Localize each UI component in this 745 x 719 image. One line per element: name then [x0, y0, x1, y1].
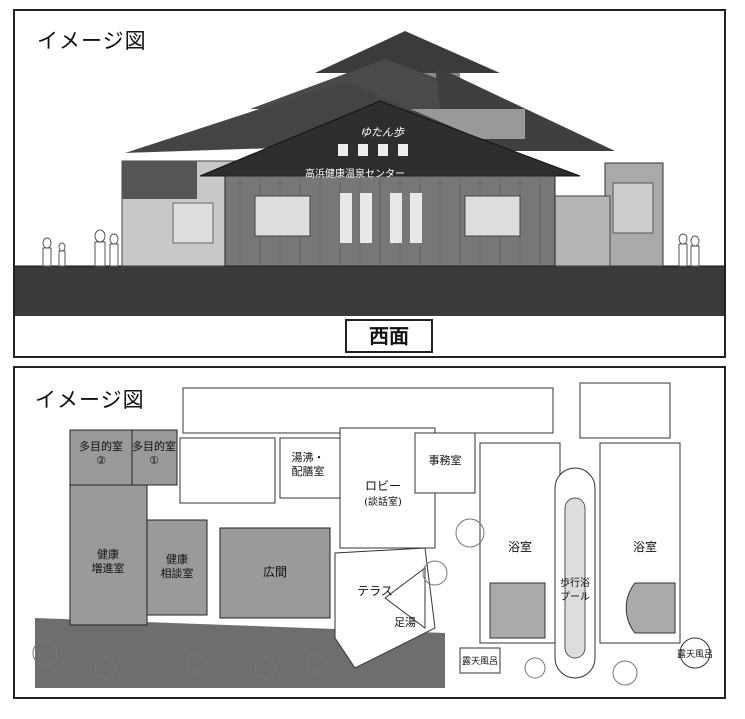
elevation-panel: イメージ図: [13, 9, 726, 358]
room-hall: [219, 527, 331, 619]
label-terrace: テラス: [357, 584, 393, 598]
label-health-consult-1: 健康: [166, 552, 188, 566]
footbath-area: [384, 567, 426, 629]
image-tag: イメージ図: [37, 29, 147, 53]
top-roof: [315, 31, 500, 73]
label-multipurpose-2: 多目的室: [79, 439, 123, 453]
label-laundry-2: 配膳室: [292, 464, 325, 478]
room-office: [414, 432, 476, 494]
label-lobby-1: ロビー: [365, 479, 401, 493]
label-footbath: 足湯: [394, 616, 416, 629]
logo-text: ゆたん歩: [360, 126, 405, 139]
room-multipurpose-2: [69, 429, 133, 486]
people-silhouettes: [42, 229, 700, 267]
room-multipurpose-1: [131, 429, 178, 486]
label-pool-1: 歩行浴: [560, 576, 590, 589]
label-multipurpose-2-no: ②: [96, 454, 106, 467]
label-bath-right: 浴室: [633, 539, 657, 554]
label-pool-2: プール: [560, 591, 590, 603]
floor-plan-panel: イメージ図: [13, 366, 726, 699]
signboard-text: 高浜健康温泉センター: [305, 167, 405, 180]
image-tag: イメージ図: [35, 388, 145, 412]
terrace: [334, 547, 436, 669]
floor-plan-drawing: 多目的室 ② 多目的室 ① 健康 増進室 健康 相談室 広間 湯沸・ 配膳室 ロ…: [32, 382, 713, 688]
label-outdoor-right: 露天風呂: [677, 649, 713, 660]
label-health-consult-2: 相談室: [161, 566, 194, 580]
label-hall: 広間: [263, 565, 287, 579]
label-bath-left: 浴室: [508, 539, 532, 554]
label-lobby-2: (談話室): [364, 495, 402, 508]
ground: [15, 266, 724, 316]
label-multipurpose-1: 多目的室: [132, 439, 176, 453]
west-elevation-drawing: ゆたん歩 高浜健康温泉センター: [15, 31, 724, 316]
label-multipurpose-1-no: ①: [149, 454, 159, 467]
label-outdoor-left: 露天風呂: [462, 656, 498, 667]
label-laundry-1: 湯沸・: [292, 451, 325, 464]
label-office: 事務室: [429, 453, 462, 467]
label-health-promotion-1: 健康: [97, 547, 119, 561]
room-health-consult: [146, 519, 208, 616]
label-health-promotion-2: 増進室: [92, 561, 125, 575]
west-face-caption: 西面: [345, 319, 433, 353]
